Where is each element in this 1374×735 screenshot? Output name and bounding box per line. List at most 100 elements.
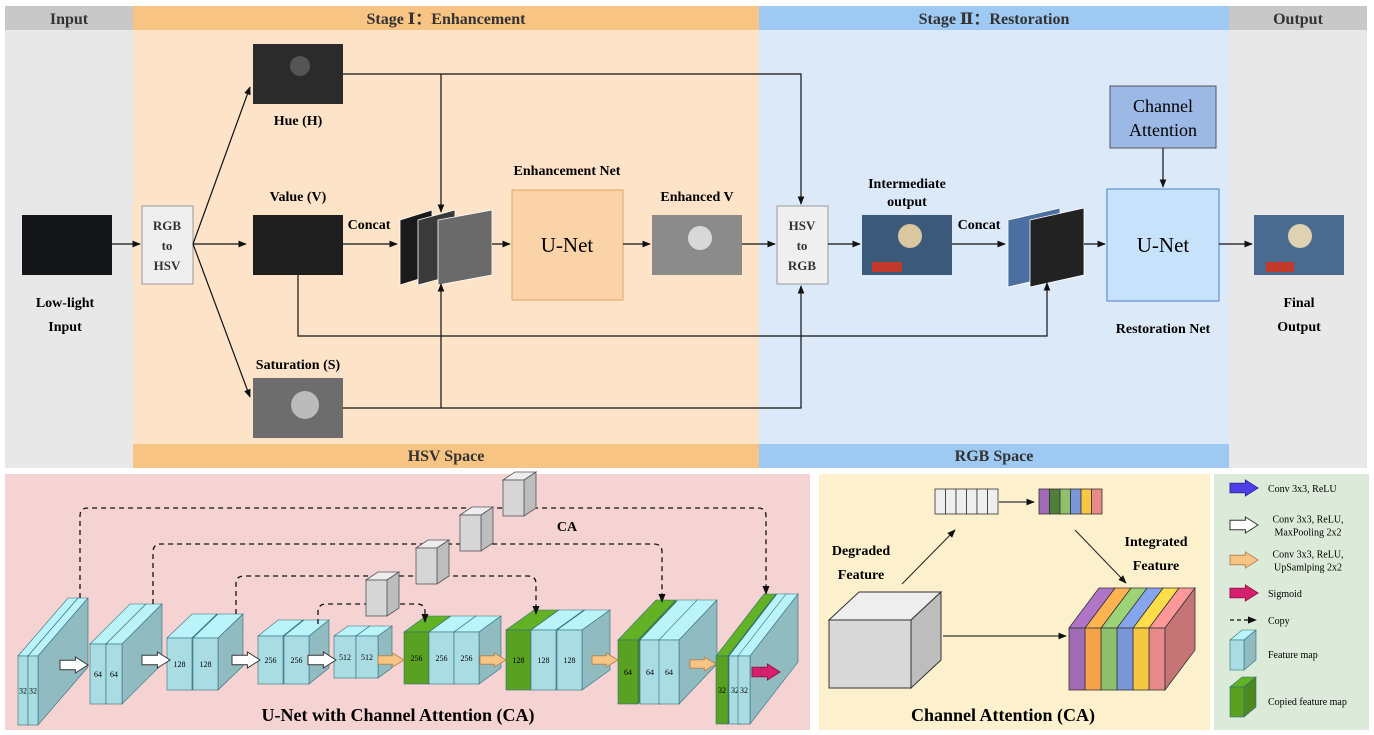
integrated-slice bbox=[1148, 627, 1166, 691]
feature-map: 128 bbox=[192, 613, 244, 691]
stage1-header-text: Stage Ⅰ：Enhancement bbox=[366, 11, 526, 28]
low-light-image bbox=[22, 215, 112, 275]
legend-item-orange-arrow: Conv 3x3, ReLU,UpSamlping 2x2 bbox=[1229, 550, 1344, 574]
ca-arrow-down bbox=[1074, 529, 1127, 584]
legend-label: MaxPooling 2x2 bbox=[1275, 528, 1342, 539]
stage1-header bbox=[133, 6, 759, 30]
integrated-slice bbox=[1100, 627, 1118, 691]
copy-connection bbox=[79, 507, 770, 598]
value-label: Value (V) bbox=[270, 190, 327, 205]
arrow-to-hue bbox=[192, 86, 251, 245]
ca-block bbox=[458, 506, 495, 552]
degraded-label-2: Feature bbox=[838, 568, 884, 583]
channel-count-label: 64 bbox=[646, 668, 654, 677]
final-output-label-2: Output bbox=[1277, 320, 1321, 335]
concat2-slice-2 bbox=[1029, 207, 1085, 288]
rgb-to-hsv-box bbox=[141, 205, 194, 285]
rgb-to-hsv-line-1: RGB bbox=[153, 218, 182, 233]
integrated-label-2: Feature bbox=[1133, 559, 1179, 574]
upsample-arrow bbox=[591, 652, 619, 668]
maxpool-arrow bbox=[231, 651, 261, 669]
ca-weights bbox=[934, 488, 1196, 692]
concat1-slice-3 bbox=[437, 209, 493, 286]
channel-count-label: 32 bbox=[731, 686, 739, 695]
hue-to-hsv2rgb bbox=[343, 73, 805, 205]
feature-map: 512 bbox=[355, 625, 393, 679]
attention-weight-cell bbox=[1091, 488, 1103, 515]
attention-weight-cell bbox=[1070, 488, 1082, 515]
maxpool-arrow bbox=[59, 656, 89, 674]
legend-label: Copy bbox=[1268, 616, 1290, 627]
copied-feature-map: 256 bbox=[403, 615, 452, 685]
arrow-to-saturation bbox=[192, 243, 251, 398]
green-block-icon bbox=[1229, 676, 1257, 718]
intermediate-label-2: output bbox=[887, 195, 927, 210]
channel-count-label: 512 bbox=[361, 653, 373, 662]
upsample-arrow bbox=[377, 652, 405, 668]
integrated-slice bbox=[1084, 627, 1102, 691]
channel-attention-box bbox=[1109, 85, 1217, 149]
channel-count-label: 256 bbox=[291, 656, 303, 665]
channel-count-label: 32 bbox=[19, 687, 27, 696]
final-detail bbox=[1288, 224, 1312, 248]
hsv-to-rgb-line-1: HSV bbox=[789, 218, 816, 233]
legend-items: Conv 3x3, ReLU Conv 3x3, ReLU, MaxPooling … bbox=[1229, 479, 1347, 718]
channel-count-label: 256 bbox=[411, 654, 423, 663]
rgb-to-hsv-line-2: to bbox=[162, 238, 173, 253]
saturation-label: Saturation (S) bbox=[256, 358, 341, 373]
final-detail-2 bbox=[1266, 262, 1294, 272]
channel-count-label: 256 bbox=[436, 654, 448, 663]
channel-attention-line-1: Channel bbox=[1133, 96, 1193, 116]
input-header bbox=[5, 6, 133, 30]
hsv-space-text: HSV Space bbox=[408, 448, 485, 465]
images bbox=[22, 44, 1344, 438]
legend-item-dashed-arrow: Copy bbox=[1230, 616, 1290, 627]
ca-arrow-up bbox=[901, 529, 956, 585]
legend-label: Conv 3x3, ReLU, bbox=[1272, 550, 1343, 561]
channel-count-label: 64 bbox=[94, 670, 102, 679]
concat-label-2: Concat bbox=[958, 218, 1001, 233]
legend-label: Feature map bbox=[1268, 650, 1318, 661]
channel-count-label: 32 bbox=[29, 687, 37, 696]
weight-cell bbox=[945, 488, 957, 515]
output-header bbox=[1229, 6, 1367, 30]
rgb-space-bar bbox=[759, 444, 1229, 468]
feature-map: 32 bbox=[737, 593, 799, 725]
channel-count-label: 128 bbox=[513, 656, 525, 665]
channel-attention-line-2: Attention bbox=[1129, 120, 1197, 140]
hsv-to-rgb-line-3: RGB bbox=[788, 258, 817, 273]
low-light-label-2: Input bbox=[48, 320, 82, 335]
unet-panel-caption: U-Net with Channel Attention (CA) bbox=[262, 705, 535, 726]
legend-item-green-block: Copied feature map bbox=[1229, 676, 1347, 718]
feature-map: 64 bbox=[105, 603, 163, 705]
ca-panel: Channel Attention (CA) Degraded Feature … bbox=[819, 474, 1210, 730]
legend-item-magenta-arrow: Sigmoid bbox=[1229, 584, 1302, 602]
hsv-space-bar bbox=[133, 444, 759, 468]
blue-arrow-icon bbox=[1229, 479, 1259, 497]
weight-cell bbox=[955, 488, 967, 515]
feature-map: 256 bbox=[283, 619, 330, 685]
legend-item-blue-arrow: Conv 3x3, ReLU bbox=[1229, 479, 1337, 497]
white-arrow-icon bbox=[1229, 516, 1259, 534]
channel-count-label: 32 bbox=[740, 686, 748, 695]
legend-item-cyan-block: Feature map bbox=[1229, 629, 1318, 671]
magenta-arrow-icon bbox=[1229, 584, 1259, 602]
channel-count-label: 32 bbox=[718, 686, 726, 695]
enhanced-v-detail bbox=[688, 226, 712, 250]
integrated-slice bbox=[1116, 627, 1134, 691]
degraded-label-1: Degraded bbox=[832, 544, 891, 559]
weight-cell bbox=[987, 488, 999, 515]
restoration-unet-label: U-Net bbox=[1137, 233, 1190, 257]
weight-cell bbox=[976, 488, 988, 515]
channel-count-label: 256 bbox=[265, 656, 277, 665]
restoration-unet-box bbox=[1106, 188, 1220, 302]
concat-label-1: Concat bbox=[348, 218, 391, 233]
integrated-side bbox=[1164, 586, 1196, 692]
channel-count-label: 64 bbox=[624, 668, 632, 677]
integrated-slice bbox=[1068, 627, 1086, 691]
restoration-net-label: Restoration Net bbox=[1116, 322, 1211, 337]
upsample-arrow bbox=[689, 656, 717, 672]
intermediate-detail-2 bbox=[872, 262, 902, 272]
hsv-to-rgb-box bbox=[776, 205, 829, 285]
